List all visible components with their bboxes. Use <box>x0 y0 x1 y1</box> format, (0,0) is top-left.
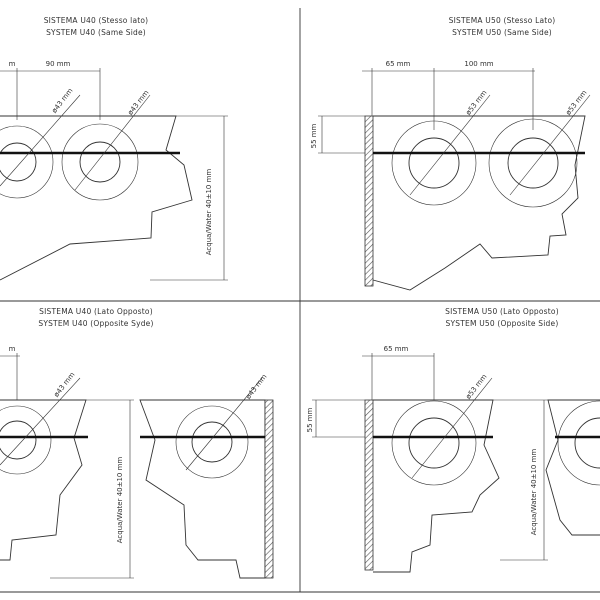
panel-u40-opposite-side: SISTEMA U40 (Lato Opposto) SYSTEM U40 (O… <box>0 307 274 579</box>
plate-outline-left <box>373 399 500 573</box>
dim-offset-label: 65 mm <box>386 60 411 68</box>
dim-height-label: 55 mm <box>310 123 318 148</box>
hatched-wall <box>364 399 374 571</box>
plate-outline-right <box>545 399 600 536</box>
water-level-label: Acqua/Water 40±10 mm <box>205 169 213 256</box>
panel-title-en: SYSTEM U50 (Same Side) <box>452 28 552 37</box>
diameter-label-2: ø43 mm <box>244 373 268 401</box>
dim-offset-label: m <box>9 345 16 353</box>
dim-offset-label: m <box>9 60 16 68</box>
dim-offset-label: 65 mm <box>384 345 409 353</box>
panel-title-it: SISTEMA U40 (Stesso lato) <box>44 16 149 25</box>
sheet-frame <box>0 8 600 593</box>
dim-spacing-label: 90 mm <box>46 60 71 68</box>
panel-title-it: SISTEMA U50 (Lato Opposto) <box>445 307 559 316</box>
panel-title-it: SISTEMA U40 (Lato Opposto) <box>39 307 153 316</box>
panel-title-en: SYSTEM U40 (Same Side) <box>46 28 146 37</box>
water-level-label: Acqua/Water 40±10 mm <box>116 457 124 544</box>
panel-title-en: SYSTEM U40 (Opposite Syde) <box>38 319 153 328</box>
panel-title-it: SISTEMA U50 (Stesso Lato) <box>449 16 556 25</box>
plate-outline <box>372 115 586 291</box>
diameter-label-1: ø53 mm <box>464 89 488 117</box>
dim-height-label: 55 mm <box>306 407 314 432</box>
hatched-wall <box>364 115 374 287</box>
plate-outline-right <box>139 399 266 579</box>
dim-spacing-label: 100 mm <box>464 60 493 68</box>
panel-u50-same-side: SISTEMA U50 (Stesso Lato) SYSTEM U50 (Sa… <box>310 16 591 291</box>
panel-u40-same-side: SISTEMA U40 (Stesso lato) SYSTEM U40 (Sa… <box>0 16 228 281</box>
panel-u50-opposite-side: SISTEMA U50 (Lato Opposto) SYSTEM U50 (O… <box>306 307 600 573</box>
diameter-label-1: ø43 mm <box>50 87 74 115</box>
hatched-wall <box>264 399 274 579</box>
water-level-label: Acqua/Water 40±10 mm <box>530 449 538 536</box>
diameter-label-2: ø53 mm <box>564 89 588 117</box>
panel-title-en: SYSTEM U50 (Opposite Side) <box>446 319 559 328</box>
diameter-label-2: ø43 mm <box>126 89 150 117</box>
plate-outline-left <box>0 399 87 561</box>
plate-outline <box>0 115 193 281</box>
